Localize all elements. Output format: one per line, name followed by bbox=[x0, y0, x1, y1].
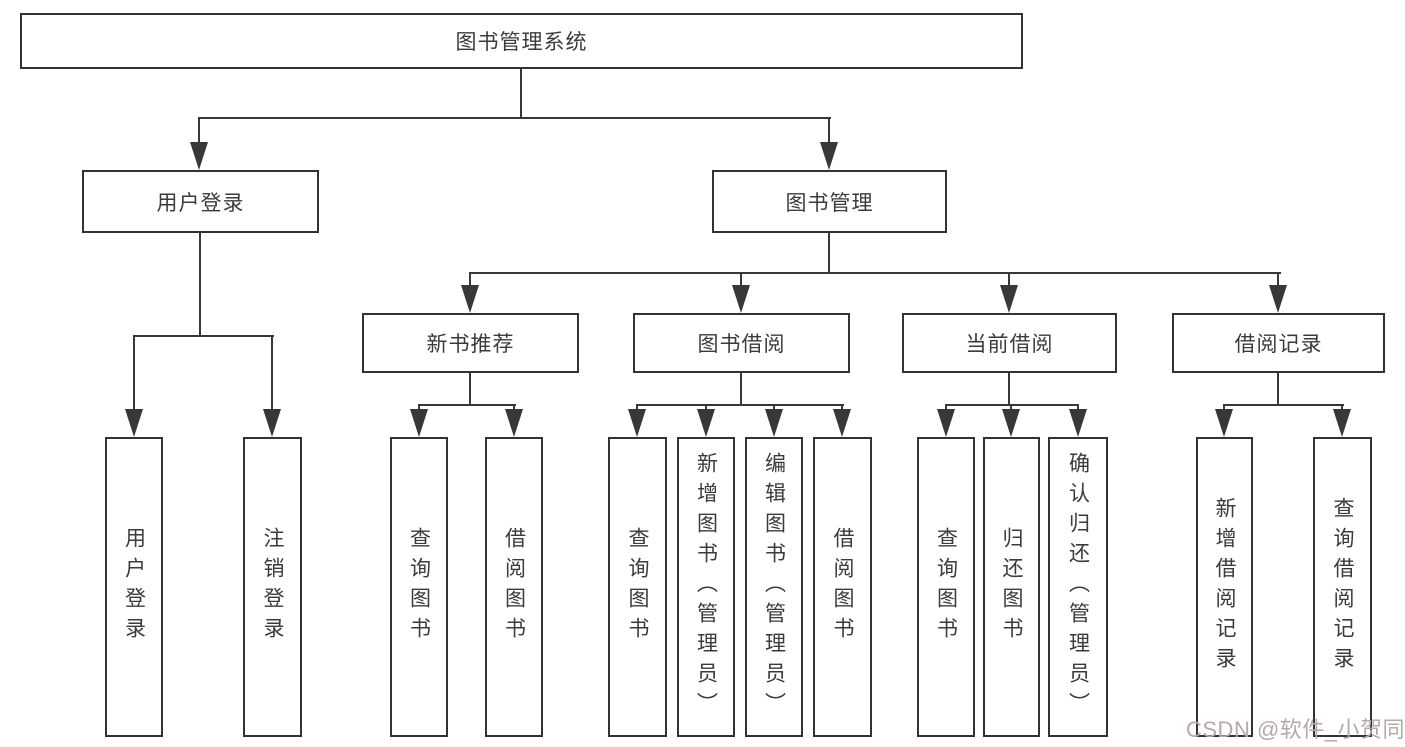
connector-newbook-horizontal bbox=[418, 404, 516, 406]
node-root-label: 图书管理系统 bbox=[455, 31, 588, 54]
arrowhead-down-icon bbox=[1000, 285, 1018, 313]
leaf-query-books-borrow-label: 查询图书 bbox=[626, 527, 649, 647]
arrowhead-down-icon bbox=[410, 409, 428, 437]
arrowhead-down-icon bbox=[732, 285, 750, 313]
node-user-login-branch: 用户登录 bbox=[82, 170, 319, 233]
arrowhead-down-icon bbox=[505, 409, 523, 437]
leaf-return-books-label: 归还图书 bbox=[1000, 527, 1023, 647]
leaf-user-login: 用户登录 bbox=[105, 437, 163, 737]
leaf-add-borrow-record-label: 新增借阅记录 bbox=[1213, 497, 1236, 677]
node-book-borrow: 图书借阅 bbox=[633, 313, 850, 373]
node-root: 图书管理系统 bbox=[20, 13, 1023, 69]
connector-stub-level2 bbox=[1008, 272, 1010, 290]
connector-current-vertical bbox=[1008, 373, 1010, 406]
connector-newbook-vertical bbox=[469, 373, 471, 406]
leaf-query-books-current-label: 查询图书 bbox=[934, 527, 958, 647]
connector-current-horizontal bbox=[945, 404, 1079, 406]
leaf-add-books-admin: 新增图书（管理员） bbox=[677, 437, 735, 737]
leaf-query-books-current: 查询图书 bbox=[917, 437, 975, 737]
arrowhead-down-icon bbox=[1215, 409, 1233, 437]
arrowhead-down-icon bbox=[1002, 409, 1020, 437]
leaf-query-books-borrow: 查询图书 bbox=[608, 437, 667, 737]
arrowhead-down-icon bbox=[628, 409, 646, 437]
leaf-edit-books-admin: 编辑图书（管理员） bbox=[745, 437, 803, 737]
arrowhead-down-icon bbox=[820, 142, 838, 170]
leaf-logout: 注销登录 bbox=[243, 437, 302, 737]
arrowhead-down-icon bbox=[190, 142, 208, 170]
leaf-borrow-books-recommend-label: 借阅图书 bbox=[502, 527, 526, 647]
arrowhead-down-icon bbox=[461, 285, 479, 313]
leaf-add-books-admin-label: 新增图书（管理员） bbox=[694, 452, 718, 722]
connector-stub-level2 bbox=[1277, 272, 1279, 290]
arrowhead-down-icon bbox=[1269, 285, 1287, 313]
arrowhead-down-icon bbox=[125, 409, 143, 437]
connector-mgmt-vertical bbox=[828, 233, 830, 274]
connector-root-vertical bbox=[520, 69, 522, 119]
node-new-book-recommend-label: 新书推荐 bbox=[426, 333, 515, 356]
arrowhead-down-icon bbox=[263, 409, 281, 437]
arrowhead-down-icon bbox=[765, 409, 783, 437]
leaf-query-books-recommend-label: 查询图书 bbox=[407, 527, 431, 647]
node-borrow-records-label: 借阅记录 bbox=[1234, 333, 1323, 356]
leaf-confirm-return-admin-label: 确认归还（管理员） bbox=[1066, 452, 1090, 722]
connector-records-horizontal bbox=[1223, 404, 1344, 406]
node-borrow-records: 借阅记录 bbox=[1172, 313, 1385, 373]
arrowhead-down-icon bbox=[833, 409, 851, 437]
node-book-management-branch-label: 图书管理 bbox=[785, 191, 874, 215]
leaf-confirm-return-admin: 确认归还（管理员） bbox=[1048, 437, 1108, 737]
connector-stub-book-management bbox=[828, 117, 830, 147]
leaf-edit-books-admin-label: 编辑图书（管理员） bbox=[762, 452, 786, 722]
connector-root-horizontal bbox=[198, 117, 831, 119]
leaf-borrow-books-recommend: 借阅图书 bbox=[485, 437, 543, 737]
connector-borrow-vertical bbox=[740, 373, 742, 406]
node-book-management-branch: 图书管理 bbox=[712, 170, 947, 233]
connector-mgmt-horizontal bbox=[469, 272, 1281, 274]
leaf-query-borrow-record-label: 查询借阅记录 bbox=[1331, 497, 1354, 677]
node-new-book-recommend: 新书推荐 bbox=[362, 313, 579, 373]
connector-borrow-horizontal bbox=[636, 404, 844, 406]
leaf-query-books-recommend: 查询图书 bbox=[390, 437, 448, 737]
connector-stub-level2 bbox=[469, 272, 471, 290]
connector-stub-leaf bbox=[133, 335, 135, 413]
connector-stub-leaf bbox=[271, 335, 273, 413]
connector-user-horizontal bbox=[133, 335, 274, 337]
arrowhead-down-icon bbox=[697, 409, 715, 437]
leaf-borrow-books-label: 借阅图书 bbox=[831, 527, 854, 647]
leaf-user-login-label: 用户登录 bbox=[122, 527, 146, 647]
arrowhead-down-icon bbox=[1069, 409, 1087, 437]
node-user-login-branch-label: 用户登录 bbox=[156, 191, 245, 215]
leaf-query-borrow-record: 查询借阅记录 bbox=[1313, 437, 1372, 737]
csdn-watermark: CSDN @软件_小贺同学 bbox=[1186, 717, 1405, 742]
arrowhead-down-icon bbox=[1333, 409, 1351, 437]
node-current-borrow-label: 当前借阅 bbox=[965, 333, 1054, 356]
leaf-borrow-books: 借阅图书 bbox=[813, 437, 872, 737]
leaf-logout-label: 注销登录 bbox=[261, 527, 284, 647]
connector-records-vertical bbox=[1277, 373, 1279, 406]
connector-stub-level2 bbox=[740, 272, 742, 290]
arrowhead-down-icon bbox=[937, 409, 955, 437]
node-book-borrow-label: 图书借阅 bbox=[697, 333, 786, 356]
node-current-borrow: 当前借阅 bbox=[902, 313, 1117, 373]
leaf-add-borrow-record: 新增借阅记录 bbox=[1196, 437, 1253, 737]
connector-stub-user-login bbox=[198, 117, 200, 147]
leaf-return-books: 归还图书 bbox=[983, 437, 1040, 737]
connector-user-vertical bbox=[199, 233, 201, 337]
